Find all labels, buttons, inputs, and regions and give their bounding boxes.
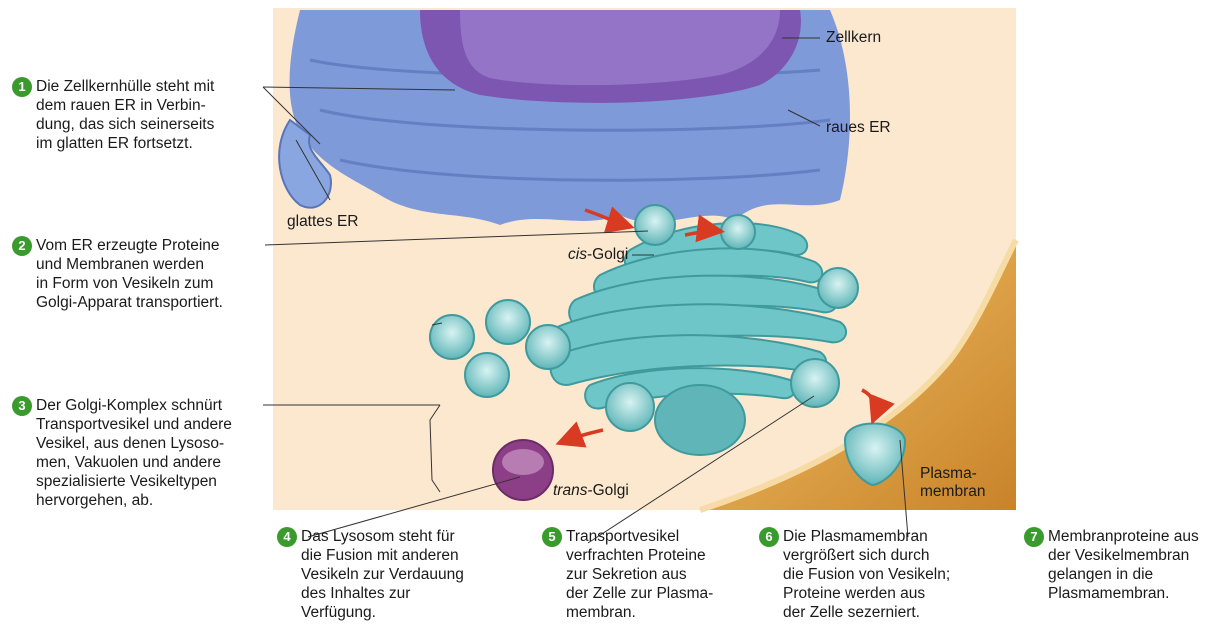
er-vesicle [635,205,675,245]
step-4-text: Das Lysosom steht für die Fusion mit and… [301,527,511,622]
label-glattes-er: glattes ER [287,213,359,231]
label-trans-golgi-prefix: trans [553,482,587,499]
step-5-badge: 5 [542,527,562,547]
step-7-badge: 7 [1024,527,1044,547]
transport-vesicle [791,359,839,407]
label-cis-golgi: cis-Golgi [568,246,628,264]
label-cis-golgi-suffix: -Golgi [587,246,628,263]
step-3-badge: 3 [12,396,32,416]
step-7-text: Membranproteine aus der Vesikelmembran g… [1048,527,1230,603]
step-1-text: Die Zellkernhülle steht mit dem rauen ER… [36,77,266,153]
step-5-text: Transportvesikel verfrachten Proteine zu… [566,527,756,622]
step-6-badge: 6 [759,527,779,547]
label-cis-golgi-prefix: cis [568,246,587,263]
label-zellkern: Zellkern [826,29,881,47]
step-2-badge: 2 [12,236,32,256]
label-raues-er: raues ER [826,119,891,137]
step-3-text: Der Golgi-Komplex schnürt Transportvesik… [36,396,266,510]
label-plasmamembran: Plasma- membran [920,465,985,501]
er-vesicle [721,215,755,249]
label-trans-golgi-suffix: -Golgi [587,482,628,499]
step-4-badge: 4 [277,527,297,547]
step-6-text: Die Plasmamembran vergrößert sich durch … [783,527,983,622]
step-2-text: Vom ER erzeugte Proteine und Membranen w… [36,236,266,312]
label-trans-golgi: trans-Golgi [553,482,629,500]
step-1-badge: 1 [12,77,32,97]
golgi-vesicle [818,268,858,308]
